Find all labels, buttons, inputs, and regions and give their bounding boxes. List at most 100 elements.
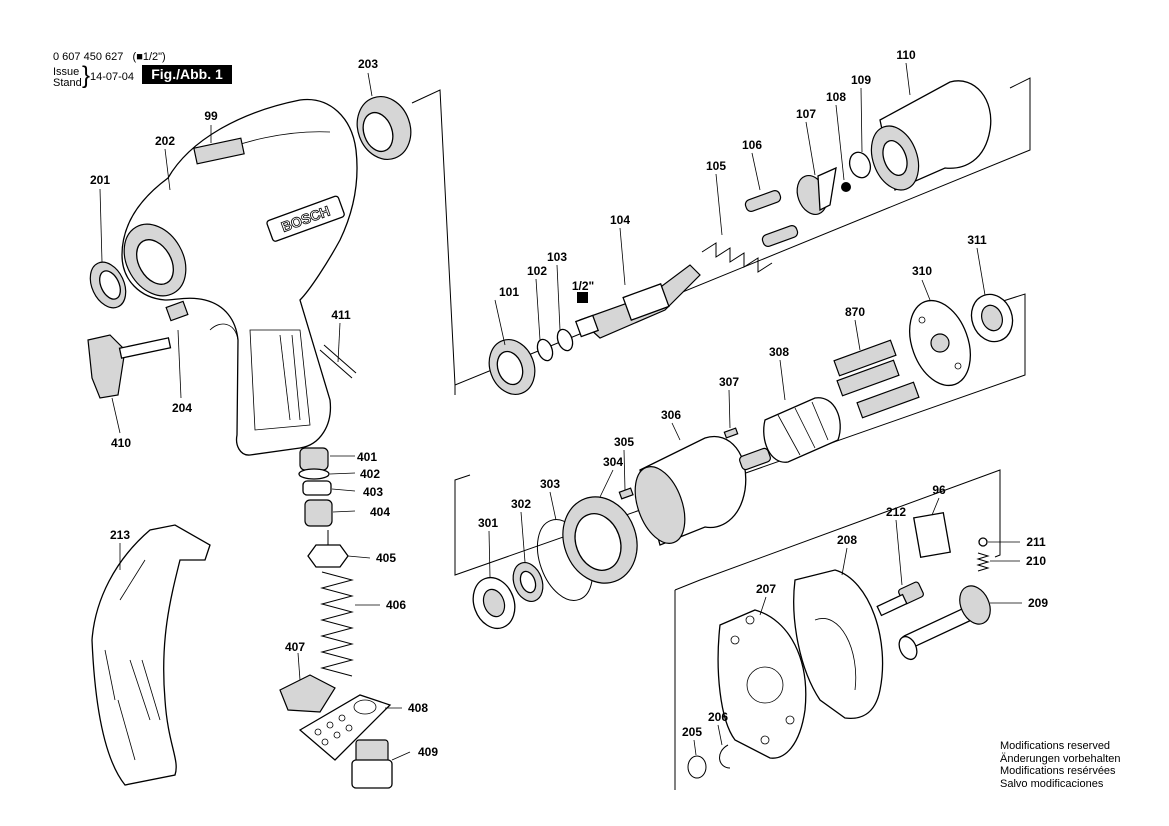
part-label: 401 <box>357 450 377 464</box>
issue-label: Issue <box>53 66 80 78</box>
endplate-310 <box>909 299 971 387</box>
part-label: 202 <box>155 134 175 148</box>
part-label: 301 <box>478 516 498 530</box>
part-label: 203 <box>358 57 378 71</box>
part-label: 109 <box>851 73 871 87</box>
part-label: 403 <box>363 485 383 499</box>
drive-annotation: 1/2" <box>572 279 594 293</box>
part-label: 407 <box>285 640 305 654</box>
part-label: 307 <box>719 375 739 389</box>
part-label: 302 <box>511 497 531 511</box>
part-label: 304 <box>603 455 623 469</box>
oring-402 <box>298 468 330 480</box>
oring-103 <box>556 328 574 352</box>
part-label: 212 <box>886 505 906 519</box>
part-label: 409 <box>418 745 438 759</box>
drive-size: (■1/2") <box>132 51 166 63</box>
reverse-valve-209 <box>898 585 991 661</box>
tool-housing: BOSCH <box>121 98 358 456</box>
pad-407 <box>279 674 336 713</box>
pin-305 <box>618 487 634 500</box>
brace-glyph: } <box>82 62 91 89</box>
oring-205 <box>687 755 707 779</box>
part-label: 205 <box>682 725 702 739</box>
label-96 <box>913 511 951 559</box>
part-label: 405 <box>376 551 396 565</box>
part-label: 870 <box>845 305 865 319</box>
cam-107 <box>796 166 837 215</box>
gasket-207 <box>717 609 807 759</box>
group-bracket-lower <box>674 469 1001 790</box>
vanes-870 <box>833 339 920 419</box>
part-label: 110 <box>896 48 916 62</box>
part-label: 204 <box>172 401 192 415</box>
notice-line-en: Modifications reserved <box>1000 740 1111 752</box>
part-label: 201 <box>90 173 110 187</box>
grip-cover-213 <box>91 524 211 786</box>
group-bracket-upper <box>411 77 1031 395</box>
cap-401 <box>299 447 329 471</box>
cylinder-306 <box>634 435 747 546</box>
part-label: 210 <box>1026 554 1046 568</box>
part-label: 410 <box>111 436 131 450</box>
part-label: 208 <box>837 533 857 547</box>
part-label: 311 <box>967 233 987 247</box>
knob-410 <box>87 334 172 399</box>
fitting-409 <box>351 739 393 789</box>
anvil-104 <box>574 264 701 339</box>
spring-105 <box>701 242 773 273</box>
bearing-311 <box>970 293 1014 343</box>
part-label: 406 <box>386 598 406 612</box>
part-label: 308 <box>769 345 789 359</box>
notice-line-es: Salvo modificaciones <box>1000 777 1104 790</box>
pin-411 <box>323 344 357 374</box>
issue-date: 14-07-04 <box>90 71 135 83</box>
part-label: 105 <box>706 159 726 173</box>
clip-206 <box>719 744 731 769</box>
part-label: 96 <box>932 483 946 497</box>
part-label: 108 <box>826 90 846 104</box>
part-label: 209 <box>1028 596 1048 610</box>
endplate-304 <box>562 496 638 584</box>
part-label: 402 <box>360 467 380 481</box>
backhead-208 <box>793 569 884 720</box>
part-label: 99 <box>204 109 218 123</box>
part-label: 411 <box>331 308 351 322</box>
part-label: 207 <box>756 582 776 596</box>
document-number: 0 607 450 627 (■1/2") <box>53 51 166 63</box>
spring-210 <box>976 552 990 572</box>
part-label: 106 <box>742 138 762 152</box>
figure-tag: Fig./Abb. 1 <box>142 65 232 84</box>
bearing-301 <box>472 576 516 630</box>
part-label: 310 <box>912 264 932 278</box>
ring-101 <box>488 339 536 395</box>
filter-408 <box>298 694 392 761</box>
notice-line-fr: Modifications resérvées <box>1000 765 1116 777</box>
part-label: 206 <box>708 710 728 724</box>
spring-406 <box>320 571 354 677</box>
document-number-value: 0 607 450 627 <box>53 51 124 63</box>
sleeve-404 <box>304 499 333 527</box>
part-label: 103 <box>547 250 567 264</box>
screw-212 <box>876 581 924 617</box>
ring-201 <box>89 261 127 309</box>
ball-211 <box>978 537 988 547</box>
part-label: 104 <box>610 213 630 227</box>
modifications-notice: Modifications reserved Änderungen vorbeh… <box>1000 740 1120 790</box>
pin-307 <box>723 427 739 439</box>
plug-204 <box>165 300 189 322</box>
valve-stack <box>279 447 393 789</box>
part-label: 305 <box>614 435 634 449</box>
bushing-203 <box>356 96 412 160</box>
ball-108 <box>841 182 851 192</box>
part-label: 107 <box>796 107 816 121</box>
part-label: 102 <box>527 264 547 278</box>
leader-lines <box>99 62 1022 761</box>
part-label: 211 <box>1026 535 1046 549</box>
ring-109 <box>848 151 872 179</box>
ring-403 <box>302 480 332 496</box>
ring-102 <box>536 338 554 362</box>
star-405 <box>307 544 349 568</box>
part-labels: 99 101 102 103 104 105 106 107 108 109 1… <box>90 48 1048 759</box>
